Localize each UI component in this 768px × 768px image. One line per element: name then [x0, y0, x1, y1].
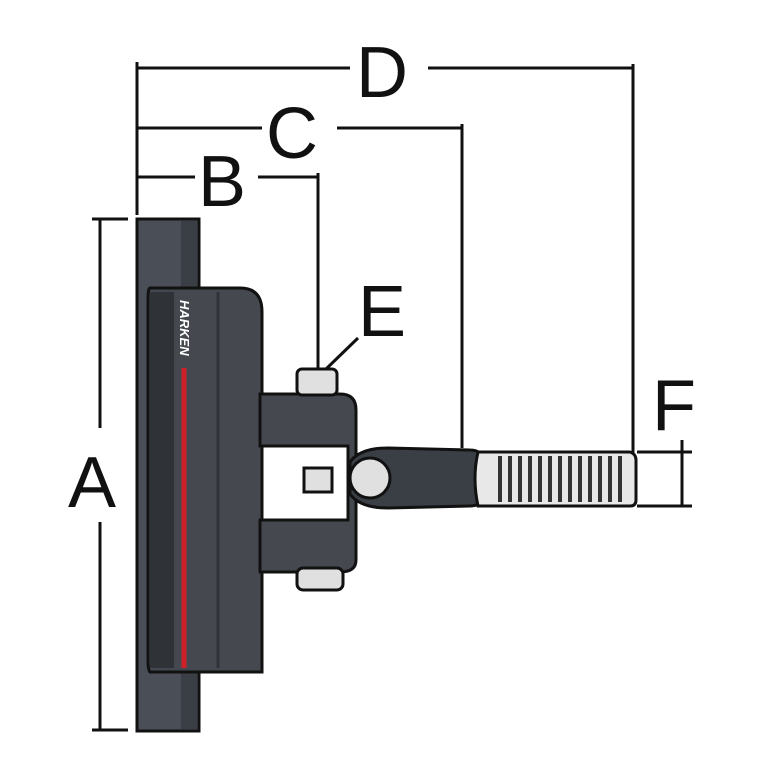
- clevis-pin: [348, 456, 392, 500]
- threaded-rod: [473, 450, 638, 508]
- dimension-labels: D C B E F A: [68, 33, 696, 523]
- car-side-panel: [150, 292, 174, 668]
- label-e: E: [358, 272, 406, 352]
- rod-threads: [498, 456, 622, 502]
- label-f: F: [652, 366, 696, 446]
- dimension-lines: [92, 62, 692, 732]
- pin-in-slot: [302, 466, 334, 494]
- label-b: B: [198, 142, 246, 222]
- label-a: A: [68, 443, 116, 523]
- label-d: D: [356, 33, 408, 113]
- shackle-bracket: [258, 392, 358, 574]
- nut-bottom: [295, 566, 345, 592]
- label-c: C: [266, 94, 318, 174]
- dimension-e-leader: [323, 336, 360, 372]
- control-shackle: [258, 367, 358, 592]
- bolt-head-top: [295, 367, 339, 397]
- car: HARKEN: [146, 286, 264, 674]
- car-body: [146, 286, 264, 674]
- brand-logo-text: HARKEN: [177, 300, 192, 356]
- control-rod: [348, 446, 638, 510]
